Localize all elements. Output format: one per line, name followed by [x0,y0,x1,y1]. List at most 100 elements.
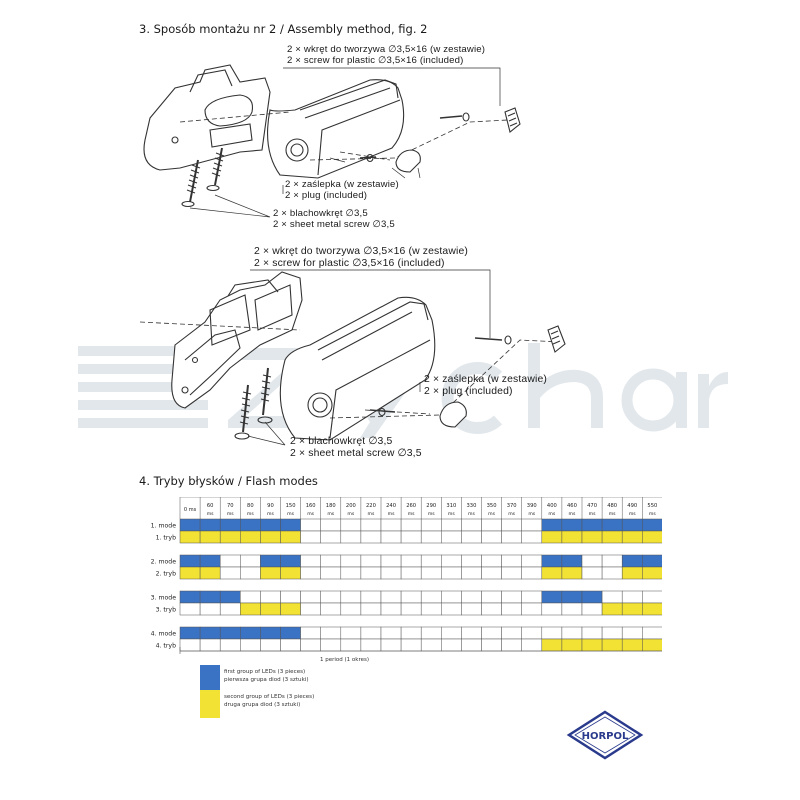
header-time-label: 370 [507,503,517,509]
timing-cell [199,518,221,532]
top-plug [359,149,421,173]
timing-cell [280,530,301,544]
timing-cell [521,518,543,532]
timing-cell [521,530,543,544]
timing-cell [380,602,402,616]
mode-row-label: 1. tryb [156,535,177,542]
timing-cell [461,638,482,652]
timing-cell [380,518,402,532]
timing-cell [441,518,462,532]
timing-cell [521,626,543,640]
timing-cell [280,602,301,616]
timing-cell [360,590,382,604]
timing-cell [441,626,462,640]
timing-cell [561,554,583,568]
timing-cell [300,566,321,580]
timing-cell [561,518,583,532]
timing-cell [481,566,502,580]
timing-cell [340,518,362,532]
timing-cell [240,602,261,616]
top-sheet-screw-label-pl: 2 × blachowkręt ∅3,5 [273,208,368,219]
timing-cell [420,590,442,604]
timing-cell [461,626,482,640]
timing-cell [360,554,382,568]
timing-cell [501,626,522,640]
timing-cell [240,638,261,652]
timing-cell [320,554,342,568]
top-sheet-screws [181,147,225,208]
timing-cell [179,626,201,640]
timing-cell [541,602,563,616]
timing-cell [642,554,662,568]
flash-modes-table: 0 ms60ms70ms80ms90ms150ms160ms180ms200ms… [151,497,662,654]
header-time-label: 460 [567,503,577,509]
timing-cell [380,566,402,580]
timing-cell [340,590,362,604]
bottom-sheet-screw-label-en: 2 × sheet metal screw ∅3,5 [290,448,422,459]
timing-cell [501,638,522,652]
timing-cell [260,626,281,640]
timing-cell [420,554,442,568]
timing-cell [320,626,342,640]
timing-cell [581,602,603,616]
timing-cell [360,602,382,616]
header-time-label: 220 [366,503,376,509]
timing-cell [541,566,563,580]
timing-cell [199,554,221,568]
timing-cell [360,566,382,580]
timing-cell [441,530,462,544]
timing-cell [581,554,603,568]
top-plug-label-pl: 2 × zaślepka (w zestawie) [285,179,399,190]
timing-cell [420,530,442,544]
timing-cell [260,638,281,652]
header-time-label: 260 [406,503,416,509]
timing-cell [621,602,643,616]
timing-cell [561,602,583,616]
top-lamp-body [267,79,405,179]
timing-cell [642,530,662,544]
bottom-sheet-screw-label-pl: 2 × blachowkręt ∅3,5 [290,436,393,447]
header-unit-label: ms [448,512,455,517]
mode-row-label: 2. tryb [156,571,177,578]
timing-cell [300,530,321,544]
bottom-mount-bracket [171,271,303,409]
timing-cell [601,638,623,652]
timing-cell [219,566,241,580]
timing-cell [561,590,583,604]
bottom-lamp-body [279,296,436,441]
header-unit-label: ms [207,512,214,517]
timing-cell [621,554,643,568]
timing-cell [320,602,342,616]
timing-cell [521,554,543,568]
timing-cell [199,530,221,544]
logo-text: HORPOL [582,731,629,742]
top-plug-label-en: 2 × plug (included) [285,190,368,201]
timing-cell [219,518,241,532]
timing-cell [240,554,261,568]
timing-cell [280,554,301,568]
timing-cell [199,626,221,640]
timing-cell [219,590,241,604]
timing-cell [642,566,662,580]
section-4-title: 4. Tryby błysków / Flash modes [139,474,318,488]
timing-cell [541,554,563,568]
timing-cell [260,602,281,616]
header-time-label: 200 [346,503,356,509]
header-time-label: 330 [466,503,476,509]
timing-cell [601,626,623,640]
timing-cell [541,626,563,640]
header-unit-label: ms [428,512,435,517]
header-time-label: 550 [647,503,657,509]
bottom-plug [369,401,467,428]
timing-cell [320,590,342,604]
timing-cell [501,602,522,616]
timing-cell [461,602,482,616]
header-time-label: 290 [426,503,436,509]
timing-cell [521,590,543,604]
header-unit-label: ms [347,512,354,517]
timing-cell [420,566,442,580]
header-time-label: 240 [386,503,396,509]
timing-cell [561,530,583,544]
timing-cell [461,566,482,580]
timing-cell [179,602,201,616]
